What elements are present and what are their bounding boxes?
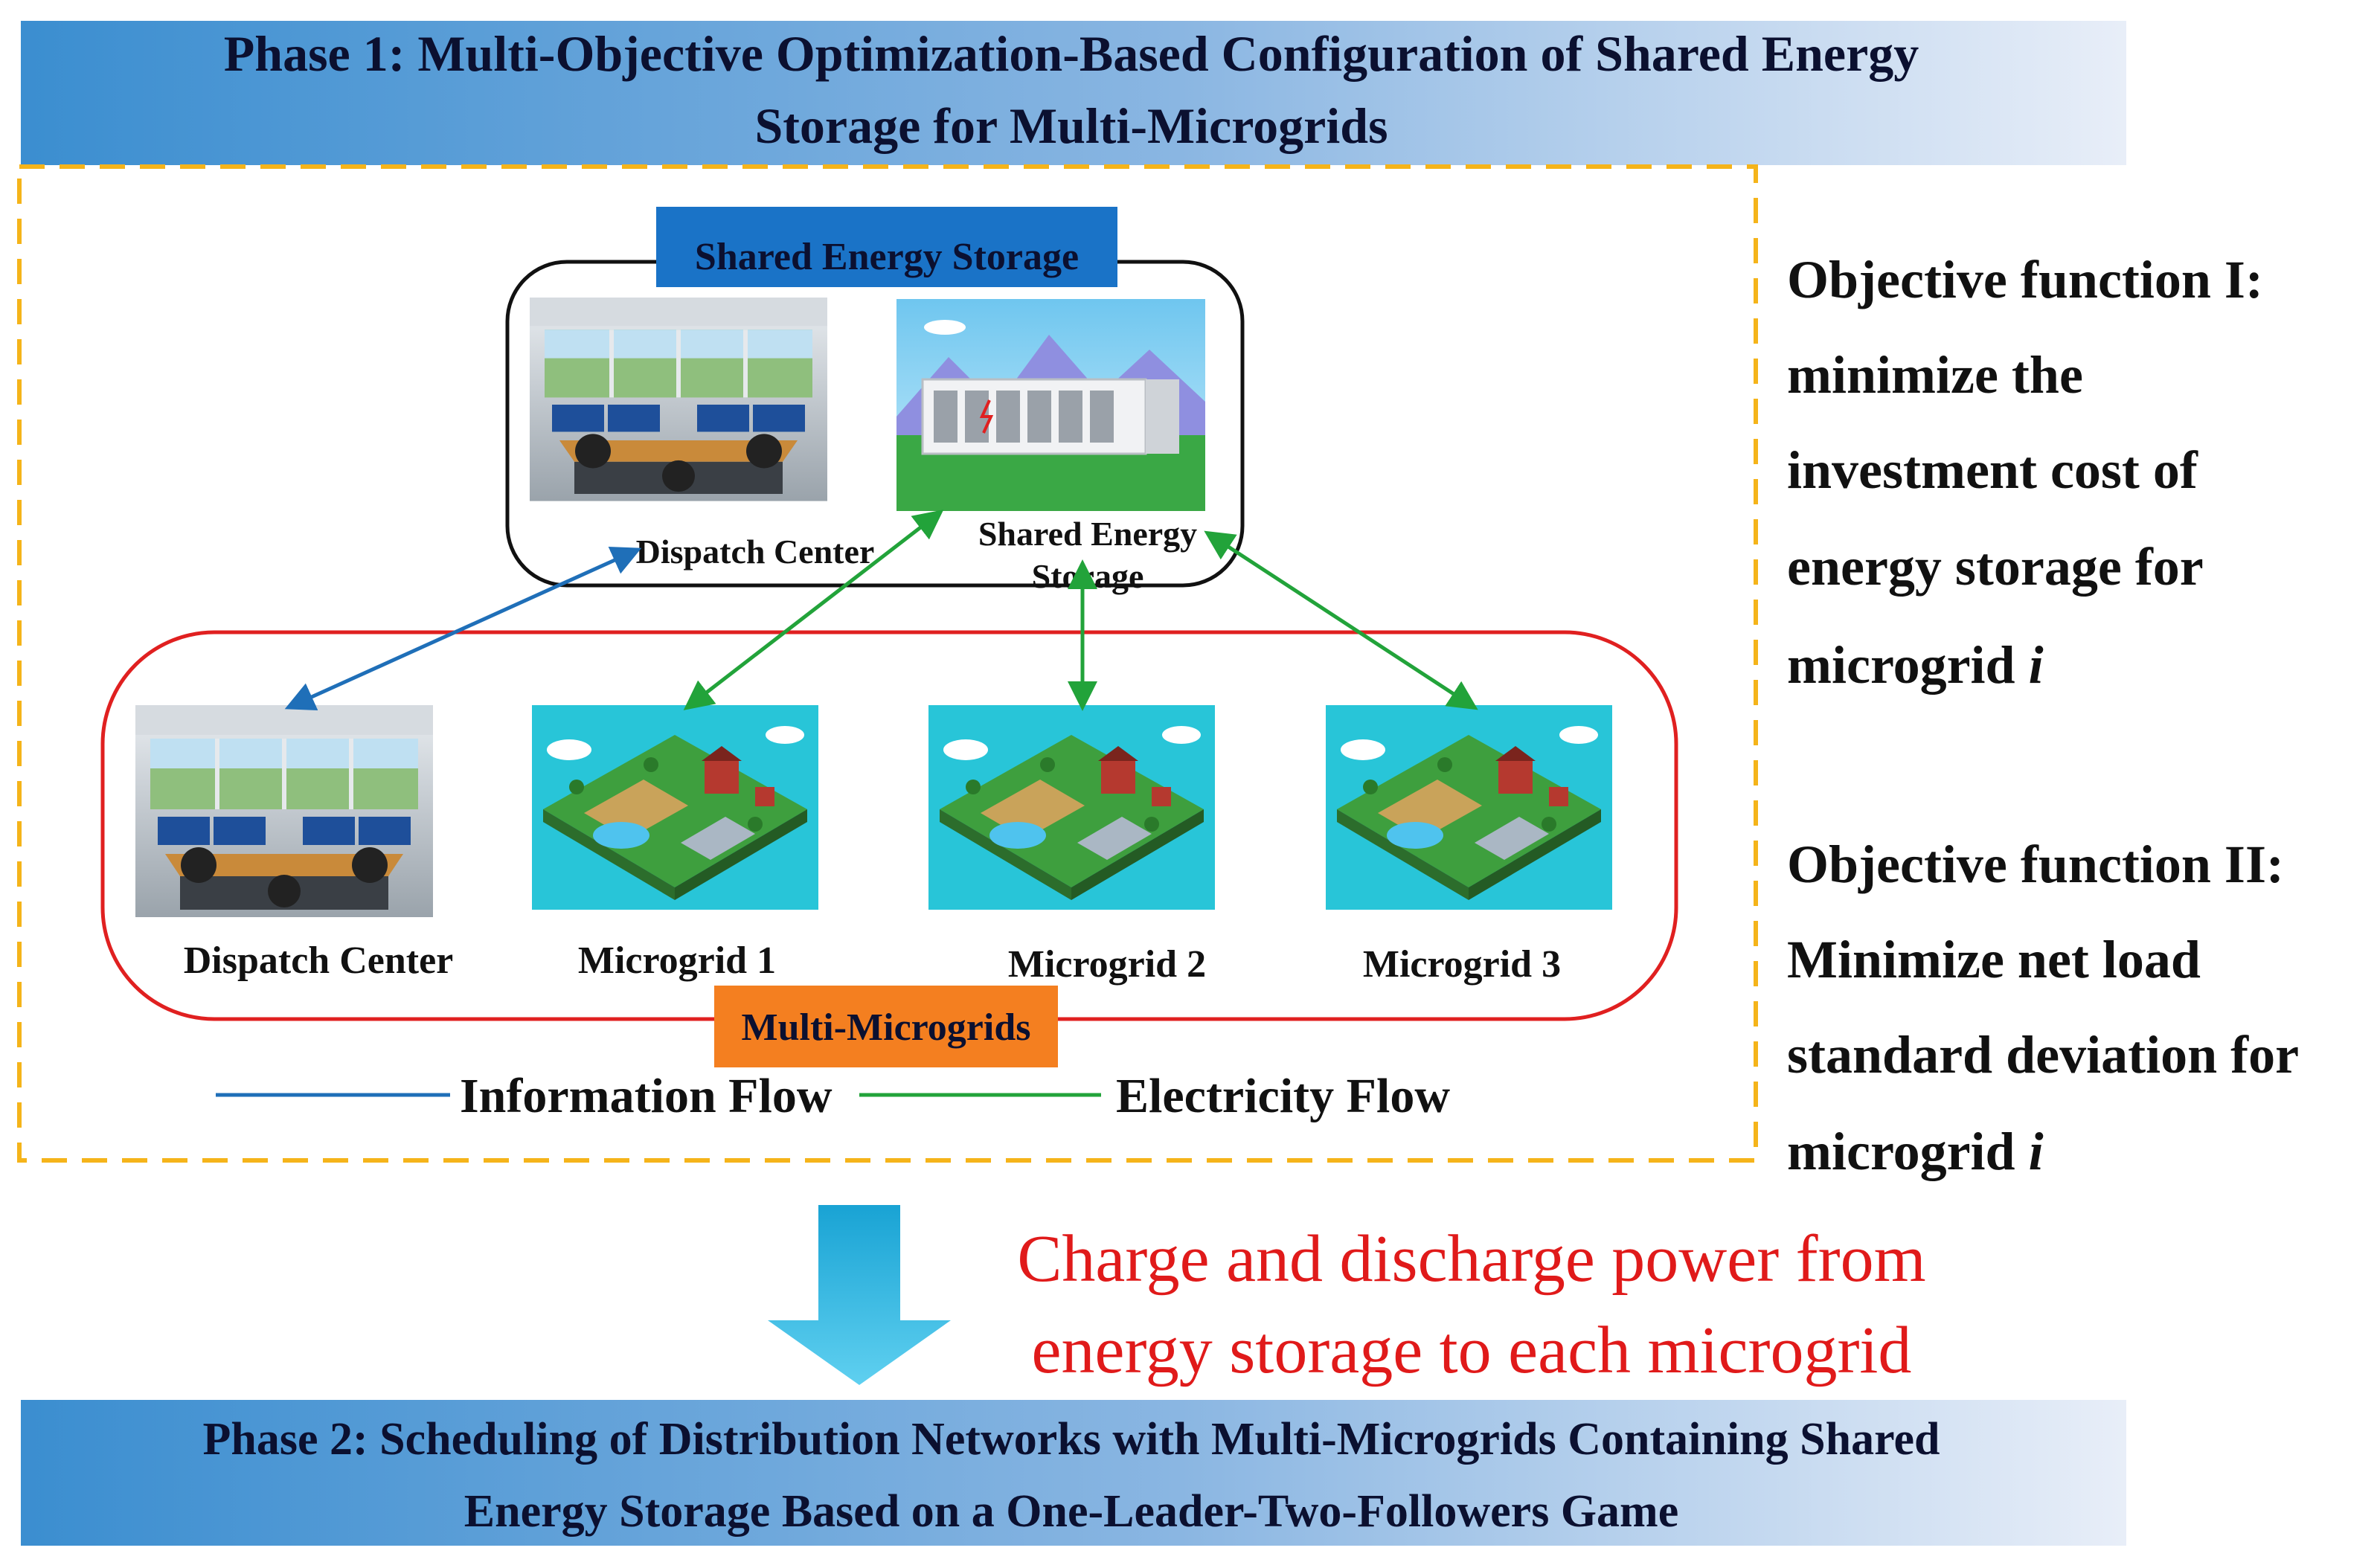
phase2-banner: [21, 1400, 2126, 1546]
phase1-banner: [21, 21, 2126, 165]
objective-2-variable: i: [2029, 1122, 2044, 1181]
objective-1-title: Objective function I:: [1787, 250, 2263, 309]
shared-storage-label-line2: Storage: [1032, 557, 1144, 595]
multi-microgrids-tag-label: Multi-Microgrids: [742, 1006, 1031, 1049]
electricity-flow-arrow-mg3: [1204, 530, 1478, 710]
microgrid-2-image: [928, 705, 1215, 910]
legend-information-label: Information Flow: [460, 1069, 833, 1123]
shared-storage-tag: [656, 207, 1117, 287]
phase2-title-line2: Energy Storage Based on a One-Leader-Two…: [464, 1486, 1678, 1537]
shared-storage-tag-label: Shared Energy Storage: [695, 236, 1079, 278]
microgrid-3-image: [1326, 705, 1612, 910]
legend-electricity-label: Electricity Flow: [1116, 1069, 1450, 1123]
objective-1-variable: i: [2029, 635, 2044, 695]
objective-2-last-prefix: microgrid: [1787, 1122, 2029, 1181]
objective-1-last-prefix: microgrid: [1787, 635, 2029, 695]
objective-2-title: Objective function II:: [1787, 835, 2284, 894]
objective-2-line1: Minimize net load: [1787, 930, 2201, 989]
transition-text-line2: energy storage to each microgrid: [1032, 1314, 1912, 1387]
microgrid-3-label: Microgrid 3: [1363, 943, 1561, 986]
dispatch-center-image-bottom: [135, 705, 433, 917]
objective-1-line3: energy storage for: [1787, 537, 2204, 597]
down-arrow-icon: [768, 1205, 951, 1385]
microgrid-1-image: [532, 705, 818, 910]
dispatch-center-label-top: Dispatch Center: [636, 533, 875, 571]
microgrid-2-label: Microgrid 2: [1008, 943, 1206, 986]
electricity-flow-arrow-mg1: [683, 510, 944, 710]
multi-microgrids-tag: [714, 986, 1058, 1067]
phase1-title-line1: Phase 1: Multi-Objective Optimization-Ba…: [224, 25, 1919, 82]
phase1-title-line2: Storage for Multi-Microgrids: [754, 97, 1388, 154]
transition-text-line1: Charge and discharge power from: [1017, 1222, 1925, 1296]
dispatch-center-label-bottom: Dispatch Center: [184, 939, 454, 982]
phase1-dashed-frame: [17, 164, 1758, 1163]
objective-2-line2: standard deviation for: [1787, 1025, 2299, 1085]
shared-storage-label-line1: Shared Energy: [978, 515, 1197, 553]
objective-1-line2: investment cost of: [1787, 440, 2198, 500]
dispatch-center-image-top: [530, 298, 827, 501]
microgrid-1-label: Microgrid 1: [578, 939, 776, 982]
phase2-title-line1: Phase 2: Scheduling of Distribution Netw…: [203, 1414, 1940, 1465]
objective-1-line1: minimize the: [1787, 345, 2083, 405]
shared-energy-storage-image: [896, 299, 1205, 511]
information-flow-arrow: [284, 546, 642, 711]
objective-1-line4: microgrid i: [1787, 635, 2044, 695]
objective-2-line3: microgrid i: [1787, 1122, 2044, 1181]
